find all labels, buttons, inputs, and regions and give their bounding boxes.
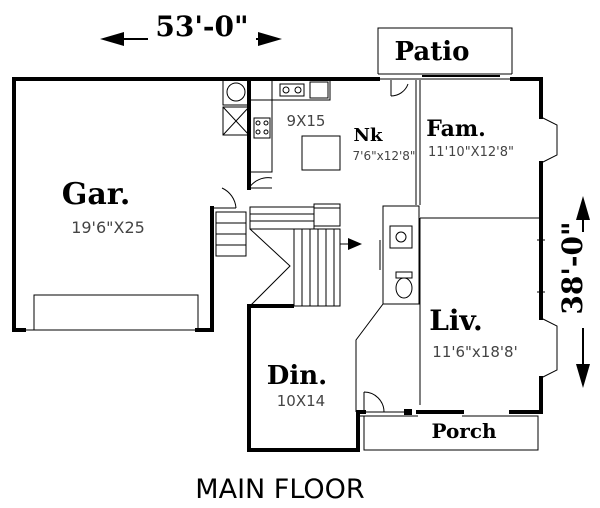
width-dimension-label: 53'-0"	[155, 10, 248, 43]
living-room: Liv. 11'6"x18'8'	[429, 304, 517, 361]
porch: Porch	[358, 415, 539, 451]
kitchen-island	[301, 135, 341, 171]
stair-arrow-icon	[348, 238, 362, 250]
garage: Gar. 19'6"X25	[12, 77, 273, 332]
water-heater	[222, 78, 250, 106]
family-room: Fam. 11'10"X12'8"	[426, 116, 514, 160]
garage-steps	[215, 211, 247, 257]
vanity	[389, 225, 413, 249]
interior-walls	[355, 80, 541, 412]
dining-room: Din. 10X14	[267, 361, 327, 410]
garage-entry-door-swing	[212, 187, 237, 209]
living-label: Liv.	[429, 304, 483, 337]
patio-label: Patio	[395, 37, 470, 67]
dining-size: 10X14	[277, 392, 325, 410]
garage-door	[33, 294, 199, 331]
water-heater-icon	[226, 82, 246, 102]
garage-size: 19'6"X25	[71, 218, 145, 237]
floor-title: MAIN FLOOR	[195, 474, 364, 505]
range-icon	[253, 117, 271, 139]
stairs	[249, 206, 362, 307]
nook-label: Nk	[354, 125, 383, 146]
toilet-icon	[395, 277, 413, 299]
furnace	[222, 106, 250, 136]
garage-door-swing	[248, 177, 273, 189]
front-door-swing	[363, 391, 385, 413]
house-walls	[247, 73, 558, 452]
kitchen: 9X15 Nk 7'6"x12'8"	[250, 80, 416, 227]
depth-dimension: 38'-0"	[556, 196, 600, 388]
pantry	[313, 203, 341, 227]
family-label: Fam.	[426, 116, 486, 142]
porch-label: Porch	[431, 419, 497, 443]
arrow-down-icon	[576, 364, 590, 388]
family-size: 11'10"X12'8"	[428, 145, 514, 160]
nook-size: 7'6"x12'8"	[353, 149, 416, 163]
kitchen-size: 9X15	[287, 112, 326, 130]
arrow-left-icon	[100, 32, 124, 46]
width-dimension: 53'-0"	[100, 10, 282, 52]
arrow-right-icon	[258, 32, 282, 46]
lavatory-icon	[395, 231, 407, 243]
sink-icon	[279, 83, 305, 97]
garage-label: Gar.	[62, 177, 131, 212]
refrigerator	[309, 81, 329, 99]
arrow-up-icon	[576, 196, 590, 220]
dining-label: Din.	[267, 361, 327, 391]
powder-room	[382, 205, 420, 305]
living-size: 11'6"x18'8'	[432, 343, 517, 361]
patio: Patio	[377, 27, 513, 74]
depth-dimension-label: 38'-0"	[556, 221, 589, 314]
